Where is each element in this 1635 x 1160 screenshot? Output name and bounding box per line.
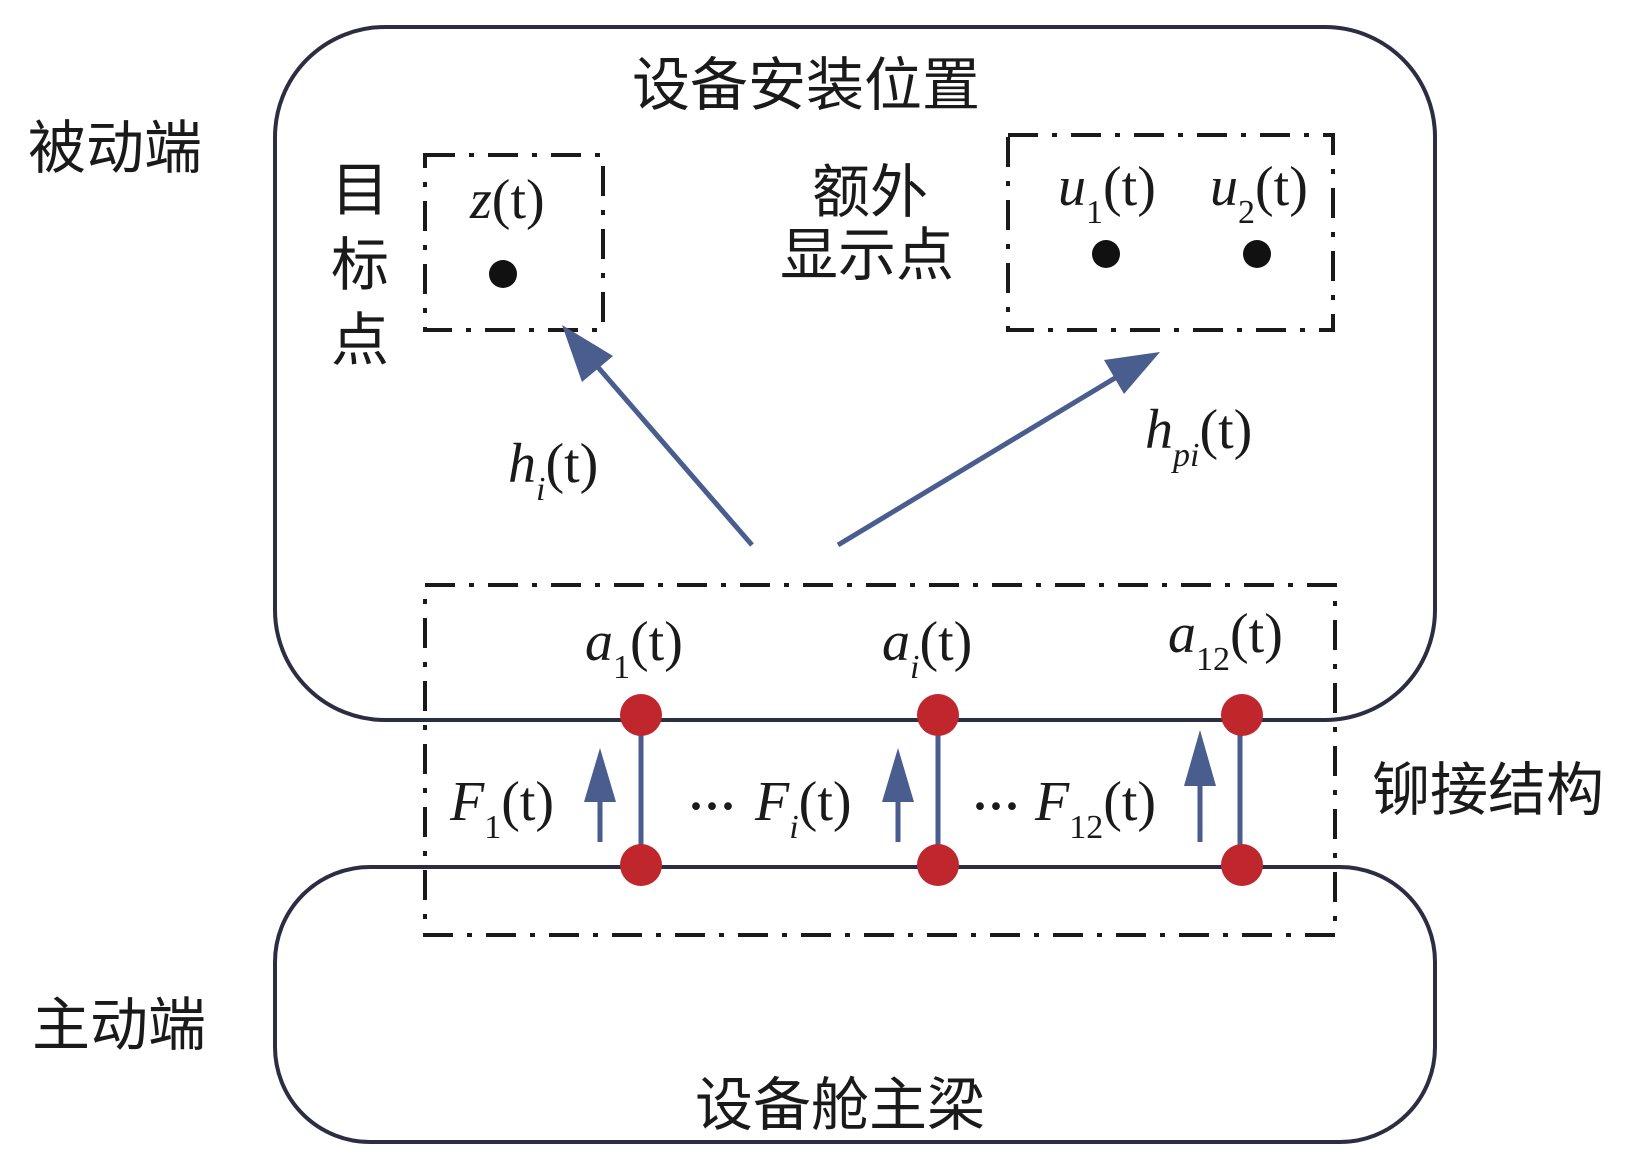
target-point-char-3: 点	[331, 306, 389, 374]
label-Fi-t: Fi(t)	[754, 771, 852, 846]
arrowhead-hi	[562, 325, 613, 382]
force-arrowhead-i	[882, 748, 914, 802]
display-point-u1-dot	[1092, 240, 1120, 268]
target-point-dot	[489, 260, 517, 288]
force-arrowhead-12	[1184, 730, 1216, 786]
force-arrowhead-1	[584, 748, 616, 802]
arrow-hpi-to-display	[836, 369, 1127, 548]
target-point-char-1: 目	[331, 156, 389, 224]
arrow-hi-to-target	[588, 356, 754, 547]
label-u2-t: u2(t)	[1210, 156, 1308, 231]
install-position-label: 设备安装位置	[632, 51, 980, 119]
label-F1-t: F1(t)	[449, 771, 554, 846]
ellipsis-2: ···	[972, 780, 1020, 833]
label-a1-t: a1(t)	[585, 611, 683, 686]
rivet-head-12-top	[1221, 694, 1263, 736]
rivet-head-1-top	[620, 694, 662, 736]
label-ai-t: ai(t)	[882, 611, 972, 686]
rivet-head-12-bottom	[1221, 844, 1263, 886]
active-end-frame	[273, 865, 1437, 1144]
rivet-head-i-bottom	[917, 844, 959, 886]
riveted-structure-box	[423, 583, 1337, 937]
ellipsis-1: ···	[688, 780, 736, 833]
passive-end-frame	[273, 25, 1437, 722]
label-u1-t: u1(t)	[1058, 156, 1156, 231]
rivet-head-i-top	[917, 694, 959, 736]
arrowhead-hpi	[1104, 352, 1160, 394]
rivet-head-1-bottom	[620, 844, 662, 886]
display-point-u2-dot	[1243, 240, 1271, 268]
target-point-box	[423, 153, 605, 332]
active-end-label: 主动端	[32, 991, 206, 1059]
label-hi-t: hi(t)	[508, 433, 598, 508]
extra-display-box	[1006, 133, 1335, 332]
label-a12-t: a12(t)	[1168, 603, 1283, 678]
extra-display-label-line2: 显示点	[780, 221, 954, 289]
main-beam-label: 设备舱主梁	[695, 1071, 985, 1139]
target-point-char-2: 标	[331, 231, 389, 299]
extra-display-label-line1: 额外	[812, 158, 928, 226]
label-hpi-t: hpi(t)	[1145, 399, 1252, 474]
label-F12-t: F12(t)	[1034, 771, 1156, 846]
label-z-t: z(t)	[469, 169, 545, 231]
passive-end-label: 被动端	[28, 114, 202, 182]
riveted-structure-label: 铆接结构	[1372, 756, 1604, 824]
